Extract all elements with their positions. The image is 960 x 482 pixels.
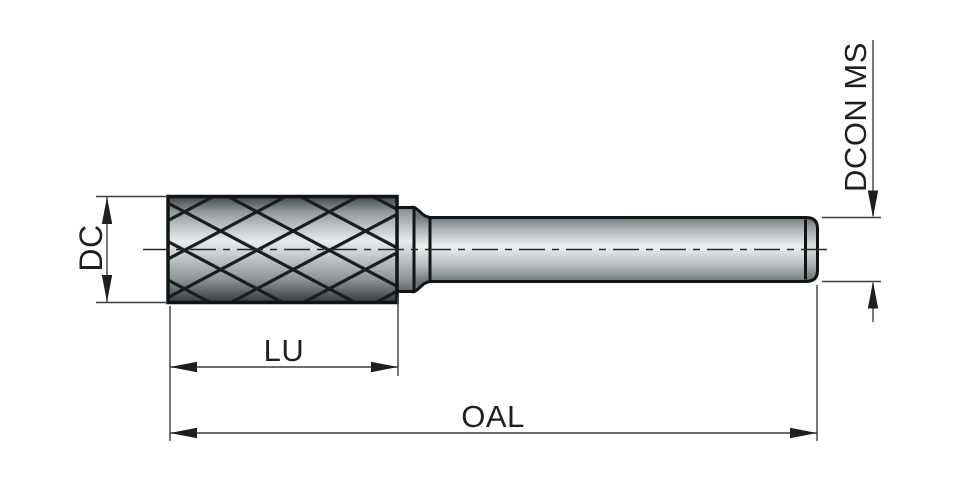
oal-arrow-right: [790, 427, 817, 439]
dimension-labels: DC LU OAL DCON MS: [73, 42, 873, 434]
lu-arrow-right: [371, 361, 398, 373]
oal-label: OAL: [461, 399, 525, 434]
dc-arrow-up: [101, 197, 113, 224]
neck-transition: [412, 205, 432, 294]
dc-arrow-down: [101, 275, 113, 302]
oal-arrow-left: [170, 427, 197, 439]
lu-arrow-left: [170, 361, 197, 373]
dcon-arrow-down: [867, 190, 879, 218]
dimension-lines: [96, 40, 881, 441]
dcon-ms-label: DCON MS: [838, 42, 873, 192]
dcon-arrow-up: [867, 281, 879, 309]
lu-label: LU: [264, 333, 305, 368]
dc-label: DC: [73, 224, 109, 271]
